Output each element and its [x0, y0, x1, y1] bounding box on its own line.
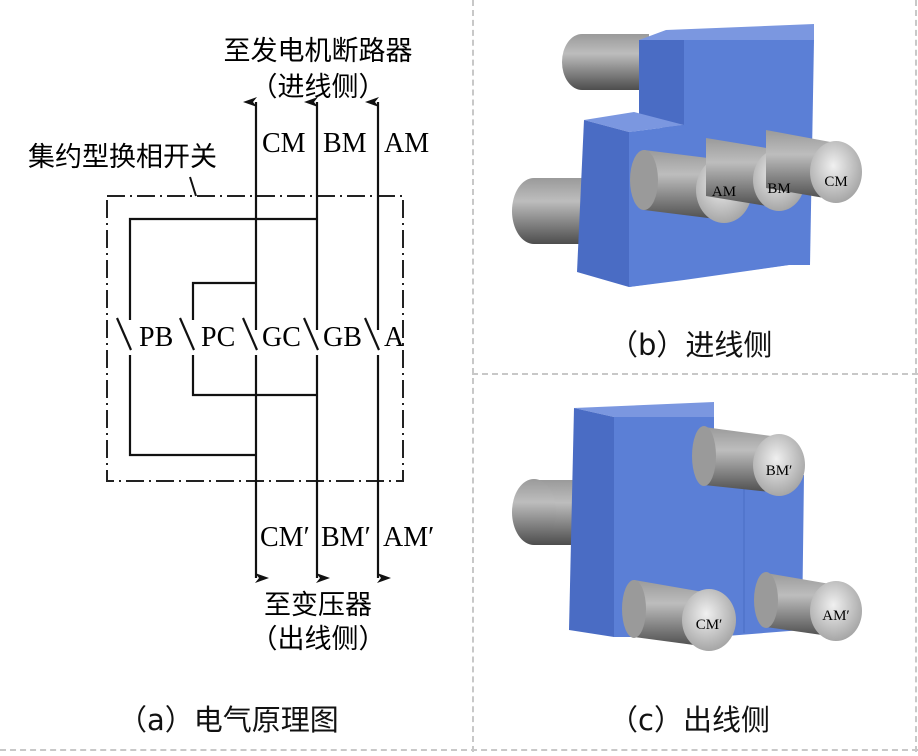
switch-label-pc: PC [201, 322, 235, 353]
caption-b: （b）进线侧 [609, 328, 773, 362]
schematic-svg: 至发电机断路器 （进线侧） 集约型换相开关 CM BM AM [28, 36, 434, 655]
switch-blade-pc [178, 317, 196, 351]
incoming-conductors [243, 97, 380, 330]
rear-cylinder-lower [512, 178, 584, 244]
top-destination-sublabel: （进线侧） [251, 72, 386, 103]
switch-blade-pb [115, 317, 133, 351]
switch-label-gb: GB [323, 322, 362, 353]
terminal-label-cm: CM [824, 174, 847, 190]
outgoing-conductors [254, 480, 391, 583]
terminal-label-am-out: AM′ [822, 608, 849, 624]
switch-label-pb: PB [139, 322, 173, 353]
terminal-label-bm: BM [767, 181, 790, 197]
panel-c-outgoing-side: BM′ CM′ AM′ （c）出线侧 [474, 375, 918, 752]
caption-a: （a）电气原理图 [118, 703, 339, 737]
terminal-cylinder-am-out [754, 572, 862, 641]
switch-blade-gc [241, 317, 259, 351]
terminal-label-am: AM [712, 184, 736, 200]
switch-blades [115, 317, 381, 351]
panel-b-incoming-side: AM BM CM （b）进线侧 [474, 0, 918, 373]
terminal-cylinder-cm [766, 130, 862, 203]
switch-assembly-label: 集约型换相开关 [28, 142, 217, 173]
figure-border-right [915, 0, 917, 752]
panel-a-schematic: 至发电机断路器 （进线侧） 集约型换相开关 CM BM AM [28, 36, 434, 737]
rear-cylinder-upper [562, 34, 649, 90]
phase-label-bm: BM [323, 128, 367, 159]
switch-label-gc: GC [262, 322, 301, 353]
main-block [569, 402, 804, 637]
caption-c: （c）出线侧 [609, 703, 770, 737]
bottom-destination-sublabel: （出线侧） [251, 624, 386, 655]
phase-label-am-out: AM′ [383, 522, 434, 553]
terminal-label-cm-out: CM′ [696, 617, 723, 633]
panel-divider-horizontal [472, 373, 918, 375]
switch-blade-a [363, 317, 381, 351]
phase-label-cm-out: CM′ [260, 522, 310, 553]
phase-label-am: AM [384, 128, 429, 159]
switch-blade-gb [302, 317, 320, 351]
terminal-cylinder-cm-out [622, 580, 736, 651]
rear-cylinder [512, 479, 574, 545]
figure-border-bottom [0, 749, 918, 751]
bottom-destination-label: 至变压器 [264, 590, 372, 621]
switch-label-a: A [384, 322, 405, 353]
top-destination-label: 至发电机断路器 [224, 36, 413, 67]
incoming-model-svg: AM BM CM [512, 24, 862, 287]
panel-divider-vertical [472, 0, 474, 752]
phase-label-bm-out: BM′ [321, 522, 371, 553]
terminal-label-bm-out: BM′ [766, 463, 793, 479]
outgoing-model-svg: BM′ CM′ AM′ [512, 402, 862, 651]
phase-label-cm: CM [262, 128, 306, 159]
terminal-cylinder-bm-out [692, 426, 805, 496]
switch-label-leader [189, 176, 197, 197]
internal-wiring [128, 217, 380, 480]
